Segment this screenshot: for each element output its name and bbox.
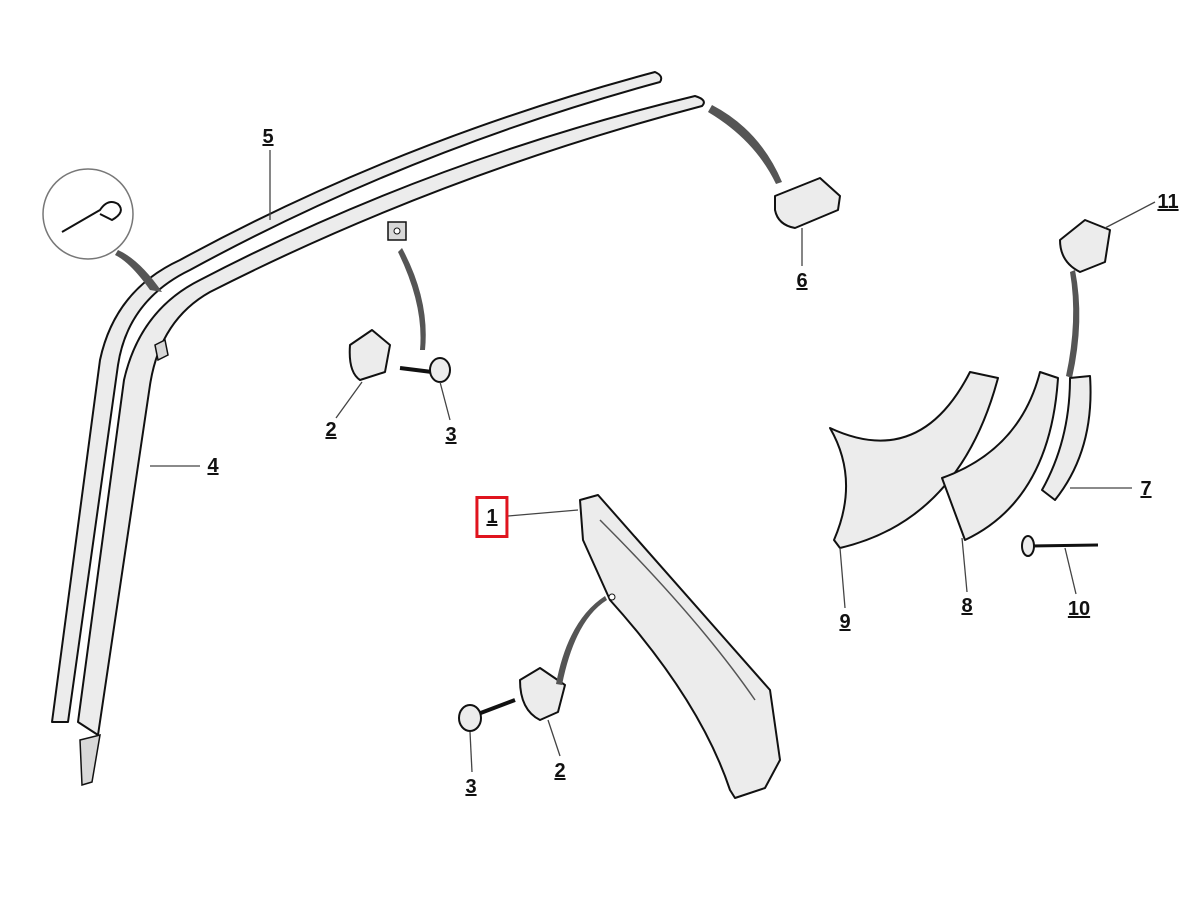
callout-1[interactable]: 1 xyxy=(475,496,509,538)
callout-3-upper[interactable]: 3 xyxy=(445,424,457,446)
part-2-lower-clip xyxy=(519,667,566,721)
part-2-upper-clip xyxy=(348,329,391,381)
part-10-pin xyxy=(1029,543,1099,548)
detail-profile xyxy=(61,201,122,233)
callout-10[interactable]: 10 xyxy=(1067,598,1091,620)
callout-9[interactable]: 9 xyxy=(839,611,851,633)
callout-4[interactable]: 4 xyxy=(207,455,219,477)
callout-8[interactable]: 8 xyxy=(961,595,973,617)
part-5-outer-seal xyxy=(51,71,663,723)
part-4-end-clip xyxy=(79,733,101,786)
callout-5[interactable]: 5 xyxy=(262,126,274,148)
callout-2-lower[interactable]: 2 xyxy=(554,760,566,782)
part-6-clip xyxy=(774,177,841,229)
part-1-pillar-trim xyxy=(579,494,781,799)
part-3-upper-screw xyxy=(399,366,433,374)
part-3-lower-screw xyxy=(477,698,516,716)
callout-11[interactable]: 11 xyxy=(1157,191,1179,213)
callout-7[interactable]: 7 xyxy=(1140,478,1152,500)
callout-3-lower[interactable]: 3 xyxy=(465,776,477,798)
part-4-inner-seal xyxy=(77,95,705,736)
part-8-trim-plate xyxy=(941,371,1059,541)
callout-2-upper[interactable]: 2 xyxy=(325,419,337,441)
part-4-top-clip xyxy=(154,338,169,362)
part-7-cover xyxy=(1041,375,1092,501)
detail-circle xyxy=(42,168,134,260)
part-11-clip xyxy=(1059,219,1111,273)
callout-6[interactable]: 6 xyxy=(796,270,808,292)
